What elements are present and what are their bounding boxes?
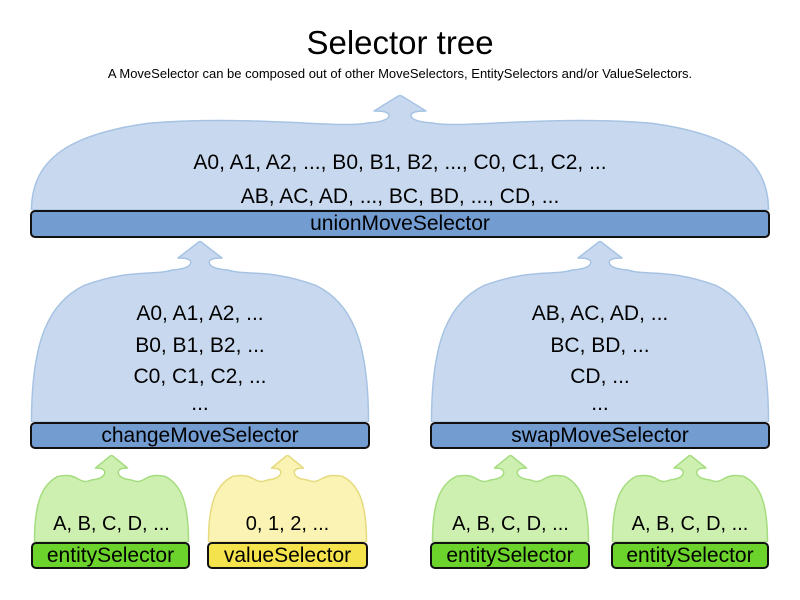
union-items-line-2: AB, AC, AD, ..., BC, BD, ..., CD, ... — [240, 185, 560, 208]
entity3-selector-label: entitySelector — [626, 543, 754, 567]
entity3-items: A, B, C, D, ... — [631, 513, 749, 535]
page-title: Selector tree — [306, 24, 494, 61]
entity1-selector-bar: entitySelector — [31, 542, 190, 569]
entity2-items: A, B, C, D, ... — [452, 513, 569, 535]
value1-items: 0, 1, 2, ... — [245, 513, 330, 535]
change-items-line-3: C0, C1, C2, ... — [133, 365, 267, 388]
page-subtitle: A MoveSelector can be composed out of ot… — [107, 66, 693, 81]
swap-move-selector-label: swapMoveSelector — [511, 423, 689, 447]
change-items-line-4: ... — [191, 392, 209, 415]
swap-move-selector-bar: swapMoveSelector — [430, 422, 770, 449]
value1-selector-bar: valueSelector — [207, 542, 368, 569]
change-move-selector-label: changeMoveSelector — [101, 423, 299, 447]
swap-items-line-1: AB, AC, AD, ... — [531, 302, 669, 325]
entity1-selector-label: entitySelector — [46, 543, 175, 567]
change-move-selector-bar: changeMoveSelector — [30, 422, 370, 449]
entity1-items: A, B, C, D, ... — [53, 513, 170, 535]
union-items-line-1: A0, A1, A2, ..., B0, B1, B2, ..., C0, C1… — [193, 151, 607, 174]
swap-items-line-2: BC, BD, ... — [550, 334, 650, 357]
change-items-line-2: B0, B1, B2, ... — [135, 334, 265, 357]
entity2-selector-label: entitySelector — [446, 543, 574, 567]
value1-selector-label: valueSelector — [223, 543, 352, 567]
entity3-selector-bar: entitySelector — [611, 542, 769, 569]
union-move-selector-bar: unionMoveSelector — [30, 210, 770, 238]
change-items-line-1: A0, A1, A2, ... — [136, 302, 264, 325]
entity2-selector-bar: entitySelector — [430, 542, 590, 569]
swap-items-line-4: ... — [591, 392, 609, 415]
union-move-selector-label: unionMoveSelector — [310, 212, 490, 235]
swap-items-line-3: CD, ... — [570, 365, 630, 388]
